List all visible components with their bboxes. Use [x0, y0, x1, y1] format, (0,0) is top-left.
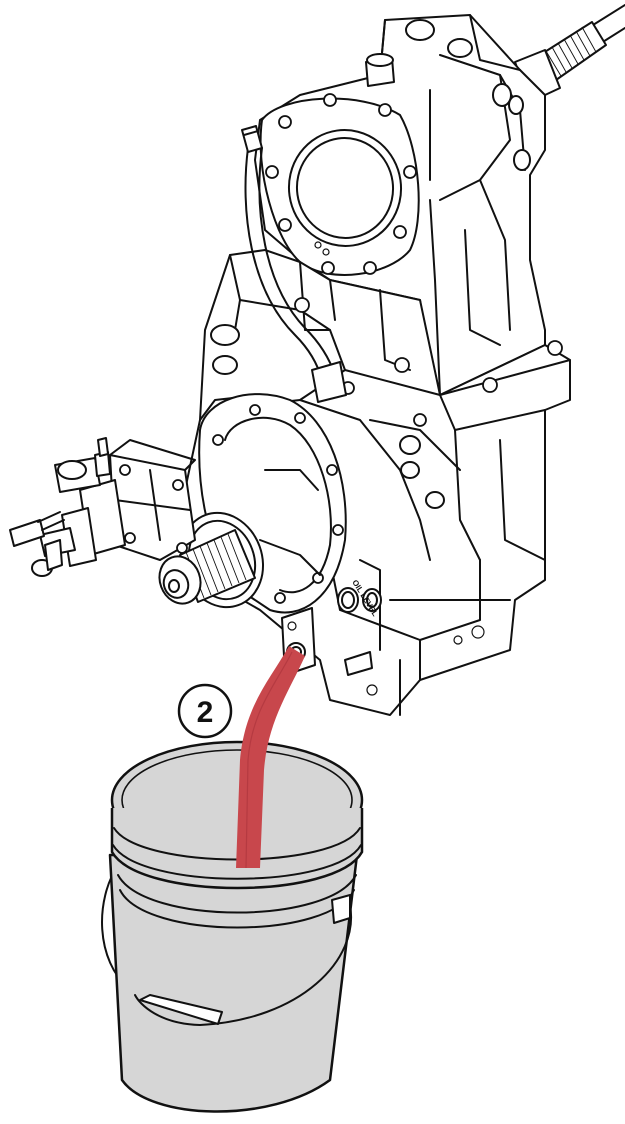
step-number: 2 [197, 696, 214, 729]
cover-plate [259, 93, 420, 276]
output-shaft [158, 511, 265, 609]
step-callout-circle [177, 683, 233, 739]
drain-bucket [101, 740, 364, 1113]
bucket-handle [134, 904, 353, 1026]
output-shaft-splines [185, 533, 247, 599]
bucket-handle-grip [139, 994, 223, 1025]
oil-stream [236, 646, 305, 868]
hydraulic-tube [241, 125, 347, 403]
bucket-handle-clip [331, 894, 351, 924]
hydraulic-pump [9, 437, 196, 577]
shaft-splines [545, 26, 597, 77]
wire-connector [9, 519, 45, 547]
step-callout: 2 [177, 683, 233, 739]
oil-stream-highlight [245, 651, 293, 869]
